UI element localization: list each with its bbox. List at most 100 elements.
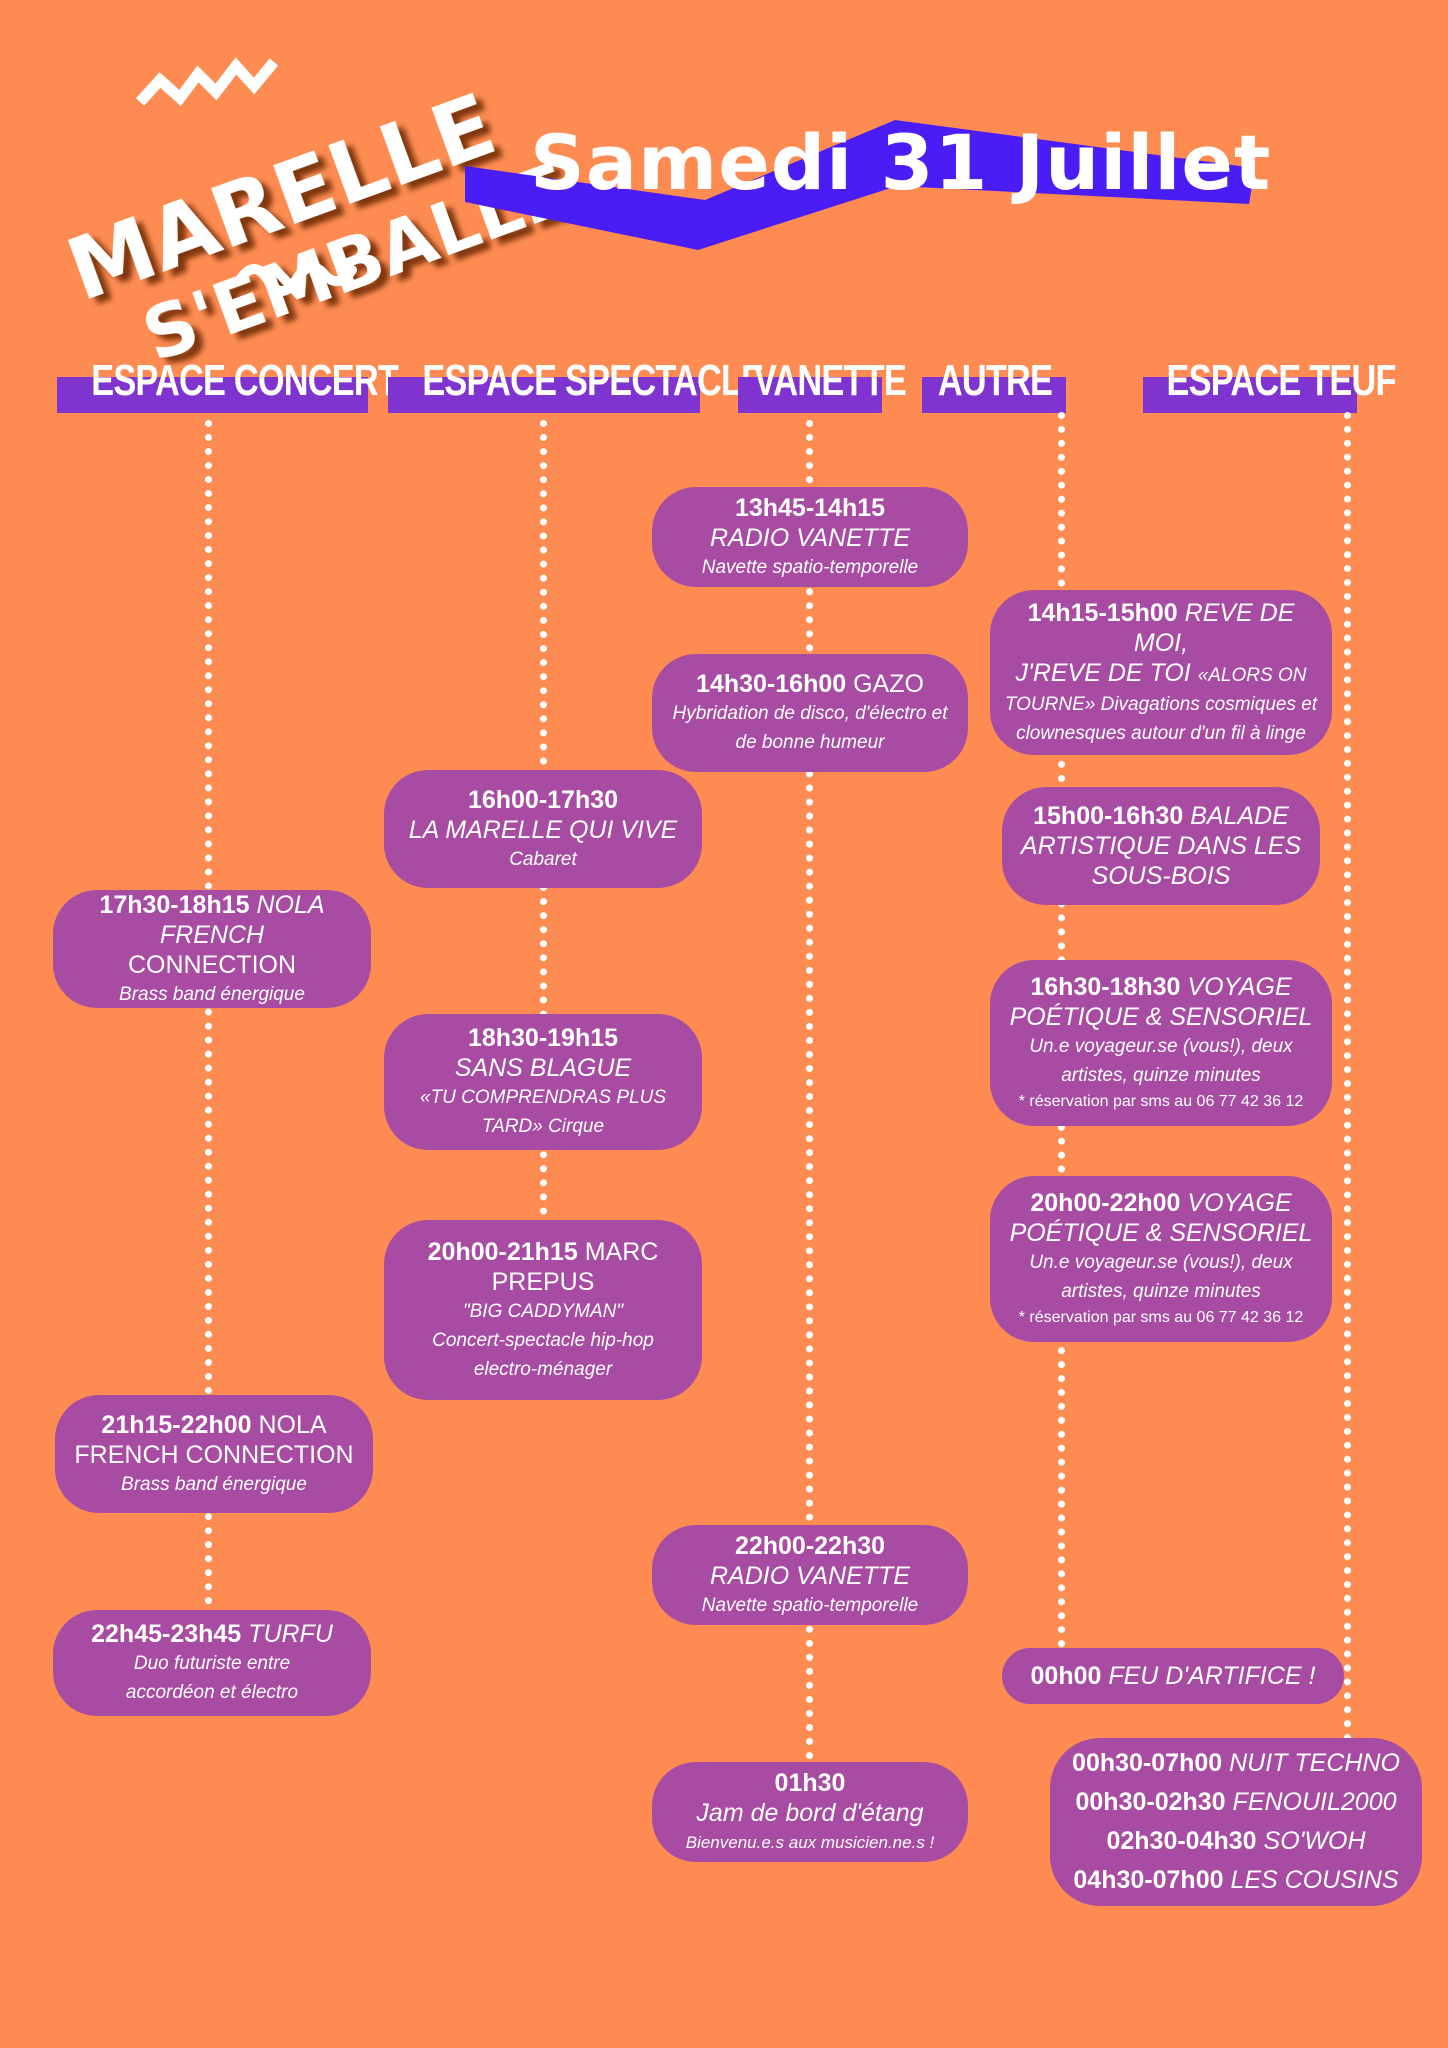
event-desc: TOURNE» Divagations cosmiques et [1004,693,1318,715]
event-name: POÉTIQUE & SENSORIEL [1009,1219,1313,1247]
column-label: ESPACE TEUF [1166,356,1397,405]
column-label: AUTRE [937,356,1053,405]
event-nola-1[interactable]: 17h30-18h15 NOLA FRENCH CONNECTION Brass… [53,890,371,1008]
event-time: 00h00 [1030,1662,1102,1690]
header-bar [57,377,368,413]
event-desc: Un.e voyageur.se (vous!), deux [1029,1036,1293,1057]
event-name: SOUS-BOIS [1091,862,1231,890]
event-radio-vanette-2[interactable]: 22h00-22h30 RADIO VANETTE Navette spatio… [652,1525,968,1625]
column-header-vanette: VANETTE [738,355,907,415]
event-name: VOYAGE [1187,1189,1292,1217]
event-name: NUIT TECHNO [1229,1749,1400,1777]
event-time: 02h30-04h30 [1106,1827,1257,1855]
column-label: VANETTE [753,356,907,405]
event-desc: «ALORS ON [1197,664,1307,686]
column-label: ESPACE CONCERT [91,356,399,405]
event-desc: Concert-spectacle hip-hop [432,1329,654,1351]
logo-wave-icon [235,262,357,296]
event-time: 20h00-22h00 [1030,1189,1181,1217]
festival-logo: MARELLE S'EMBALLE [40,40,580,378]
event-desc: "BIG CADDYMAN" [462,1300,624,1322]
event-name: SANS BLAGUE [454,1054,632,1082]
event-name: SO'WOH [1263,1827,1366,1855]
techno-slot: 04h30-07h00 LES COUSINS [1073,1861,1398,1900]
event-marc-prepus[interactable]: 20h00-21h15 MARC PREPUS "BIG CADDYMAN" C… [384,1220,702,1400]
event-marelle-qui-vive[interactable]: 16h00-17h30 LA MARELLE QUI VIVE Cabaret [384,770,702,888]
column-header-teuf: ESPACE TEUF [1143,355,1397,415]
event-voyage-2[interactable]: 20h00-22h00 VOYAGE POÉTIQUE & SENSORIEL … [990,1176,1332,1342]
column-header-concert: ESPACE CONCERT [57,355,399,415]
event-time: 21h15-22h00 [101,1410,252,1439]
event-name: ARTISTIQUE DANS LES [1020,832,1302,860]
event-turfu[interactable]: 22h45-23h45 TURFU Duo futuriste entre ac… [53,1610,371,1716]
event-desc: Navette spatio-temporelle [701,1594,919,1616]
event-desc: Brass band énergique [119,983,305,1005]
event-name: CONNECTION [127,950,297,979]
event-time: 13h45-14h15 [734,493,886,522]
column-header-autre: AUTRE [922,355,1066,415]
event-time: 22h45-23h45 [91,1620,242,1648]
event-balade[interactable]: 15h00-16h30 BALADE ARTISTIQUE DANS LES S… [1002,787,1320,905]
event-time: 18h30-19h15 [467,1024,619,1052]
column-header-spectacle: ESPACE SPECTACLE [388,355,764,415]
event-name: REVE DE MOI, [1133,598,1295,657]
event-time: 22h00-22h30 [734,1531,886,1560]
event-desc: clownesques autour d'un fil à linge [1016,722,1306,744]
event-desc: Cabaret [509,848,577,870]
event-name: MARC [584,1237,659,1266]
event-name: RADIO VANETTE [709,523,911,552]
event-name: PREPUS [491,1267,595,1296]
event-name: NOLA FRENCH [159,890,325,949]
event-time: 01h30 [774,1768,846,1797]
event-time: 15h00-16h30 [1033,802,1184,830]
event-reve-de-moi[interactable]: 14h15-15h00 REVE DE MOI, J'REVE DE TOI «… [990,590,1332,755]
event-jam[interactable]: 01h30 Jam de bord d'étang Bienvenu.e.s a… [652,1762,968,1862]
event-name: GAZO [853,670,924,698]
logo-zigzag-icon [135,57,279,107]
event-voyage-1[interactable]: 16h30-18h30 VOYAGE POÉTIQUE & SENSORIEL … [990,960,1332,1126]
event-time: 14h15-15h00 [1027,598,1178,627]
event-desc: «TU COMPRENDRAS PLUS [420,1087,666,1108]
timeline-vanette [806,420,821,1760]
event-name: RADIO VANETTE [709,1561,911,1590]
event-desc: Bienvenu.e.s aux musicien.ne.s ! [685,1832,935,1852]
event-time: 16h30-18h30 [1030,973,1181,1001]
event-gazo[interactable]: 14h30-16h00 GAZO Hybridation de disco, d… [652,654,968,772]
event-desc: artistes, quinze minutes [1061,1281,1261,1302]
event-name: FRENCH CONNECTION [74,1440,354,1469]
event-nuit-techno[interactable]: 00h30-07h00 NUIT TECHNO 00h30-02h30 FENO… [1050,1738,1422,1906]
event-name: NOLA [258,1410,327,1439]
event-desc: artistes, quinze minutes [1061,1065,1261,1086]
event-desc: accordéon et électro [125,1682,299,1703]
timeline-concert [205,420,220,1605]
event-name: J'REVE DE TOI [1015,658,1191,687]
page-title: Samedi 31 Juillet [530,118,1272,207]
event-desc: Duo futuriste entre [133,1653,291,1674]
event-radio-vanette-1[interactable]: 13h45-14h15 RADIO VANETTE Navette spatio… [652,487,968,587]
event-desc: Navette spatio-temporelle [701,556,919,578]
event-name: POÉTIQUE & SENSORIEL [1009,1003,1313,1031]
techno-slot: 00h30-02h30 FENOUIL2000 [1075,1783,1396,1822]
column-label: ESPACE SPECTACLE [422,356,764,405]
reservation-note: * réservation par sms au 06 77 42 36 12 [1018,1309,1304,1326]
event-name: FENOUIL2000 [1232,1788,1397,1816]
event-time: 00h30-02h30 [1075,1788,1226,1816]
event-name: BALADE [1190,802,1289,830]
header-bar [1143,377,1357,413]
event-nola-2[interactable]: 21h15-22h00 NOLA FRENCH CONNECTION Brass… [55,1395,373,1513]
event-time: 00h30-07h00 [1072,1749,1223,1777]
event-desc: Brass band énergique [121,1473,307,1495]
event-time: 14h30-16h00 [696,670,847,698]
techno-slot: 00h30-07h00 NUIT TECHNO [1072,1744,1400,1783]
event-name: LA MARELLE QUI VIVE [408,815,678,844]
event-time: 20h00-21h15 [427,1237,578,1266]
event-name: LES COUSINS [1230,1866,1399,1894]
header-bar [388,377,700,413]
event-name: FEU D'ARTIFICE ! [1108,1662,1316,1690]
event-sans-blague[interactable]: 18h30-19h15 SANS BLAGUE «TU COMPRENDRAS … [384,1014,702,1150]
event-feu-artifice[interactable]: 00h00 FEU D'ARTIFICE ! [1002,1648,1344,1704]
event-desc: Un.e voyageur.se (vous!), deux [1029,1252,1293,1273]
event-desc: electro-ménager [473,1358,613,1380]
logo-graphic: MARELLE S'EMBALLE [55,57,580,378]
event-time: 16h00-17h30 [467,785,619,814]
